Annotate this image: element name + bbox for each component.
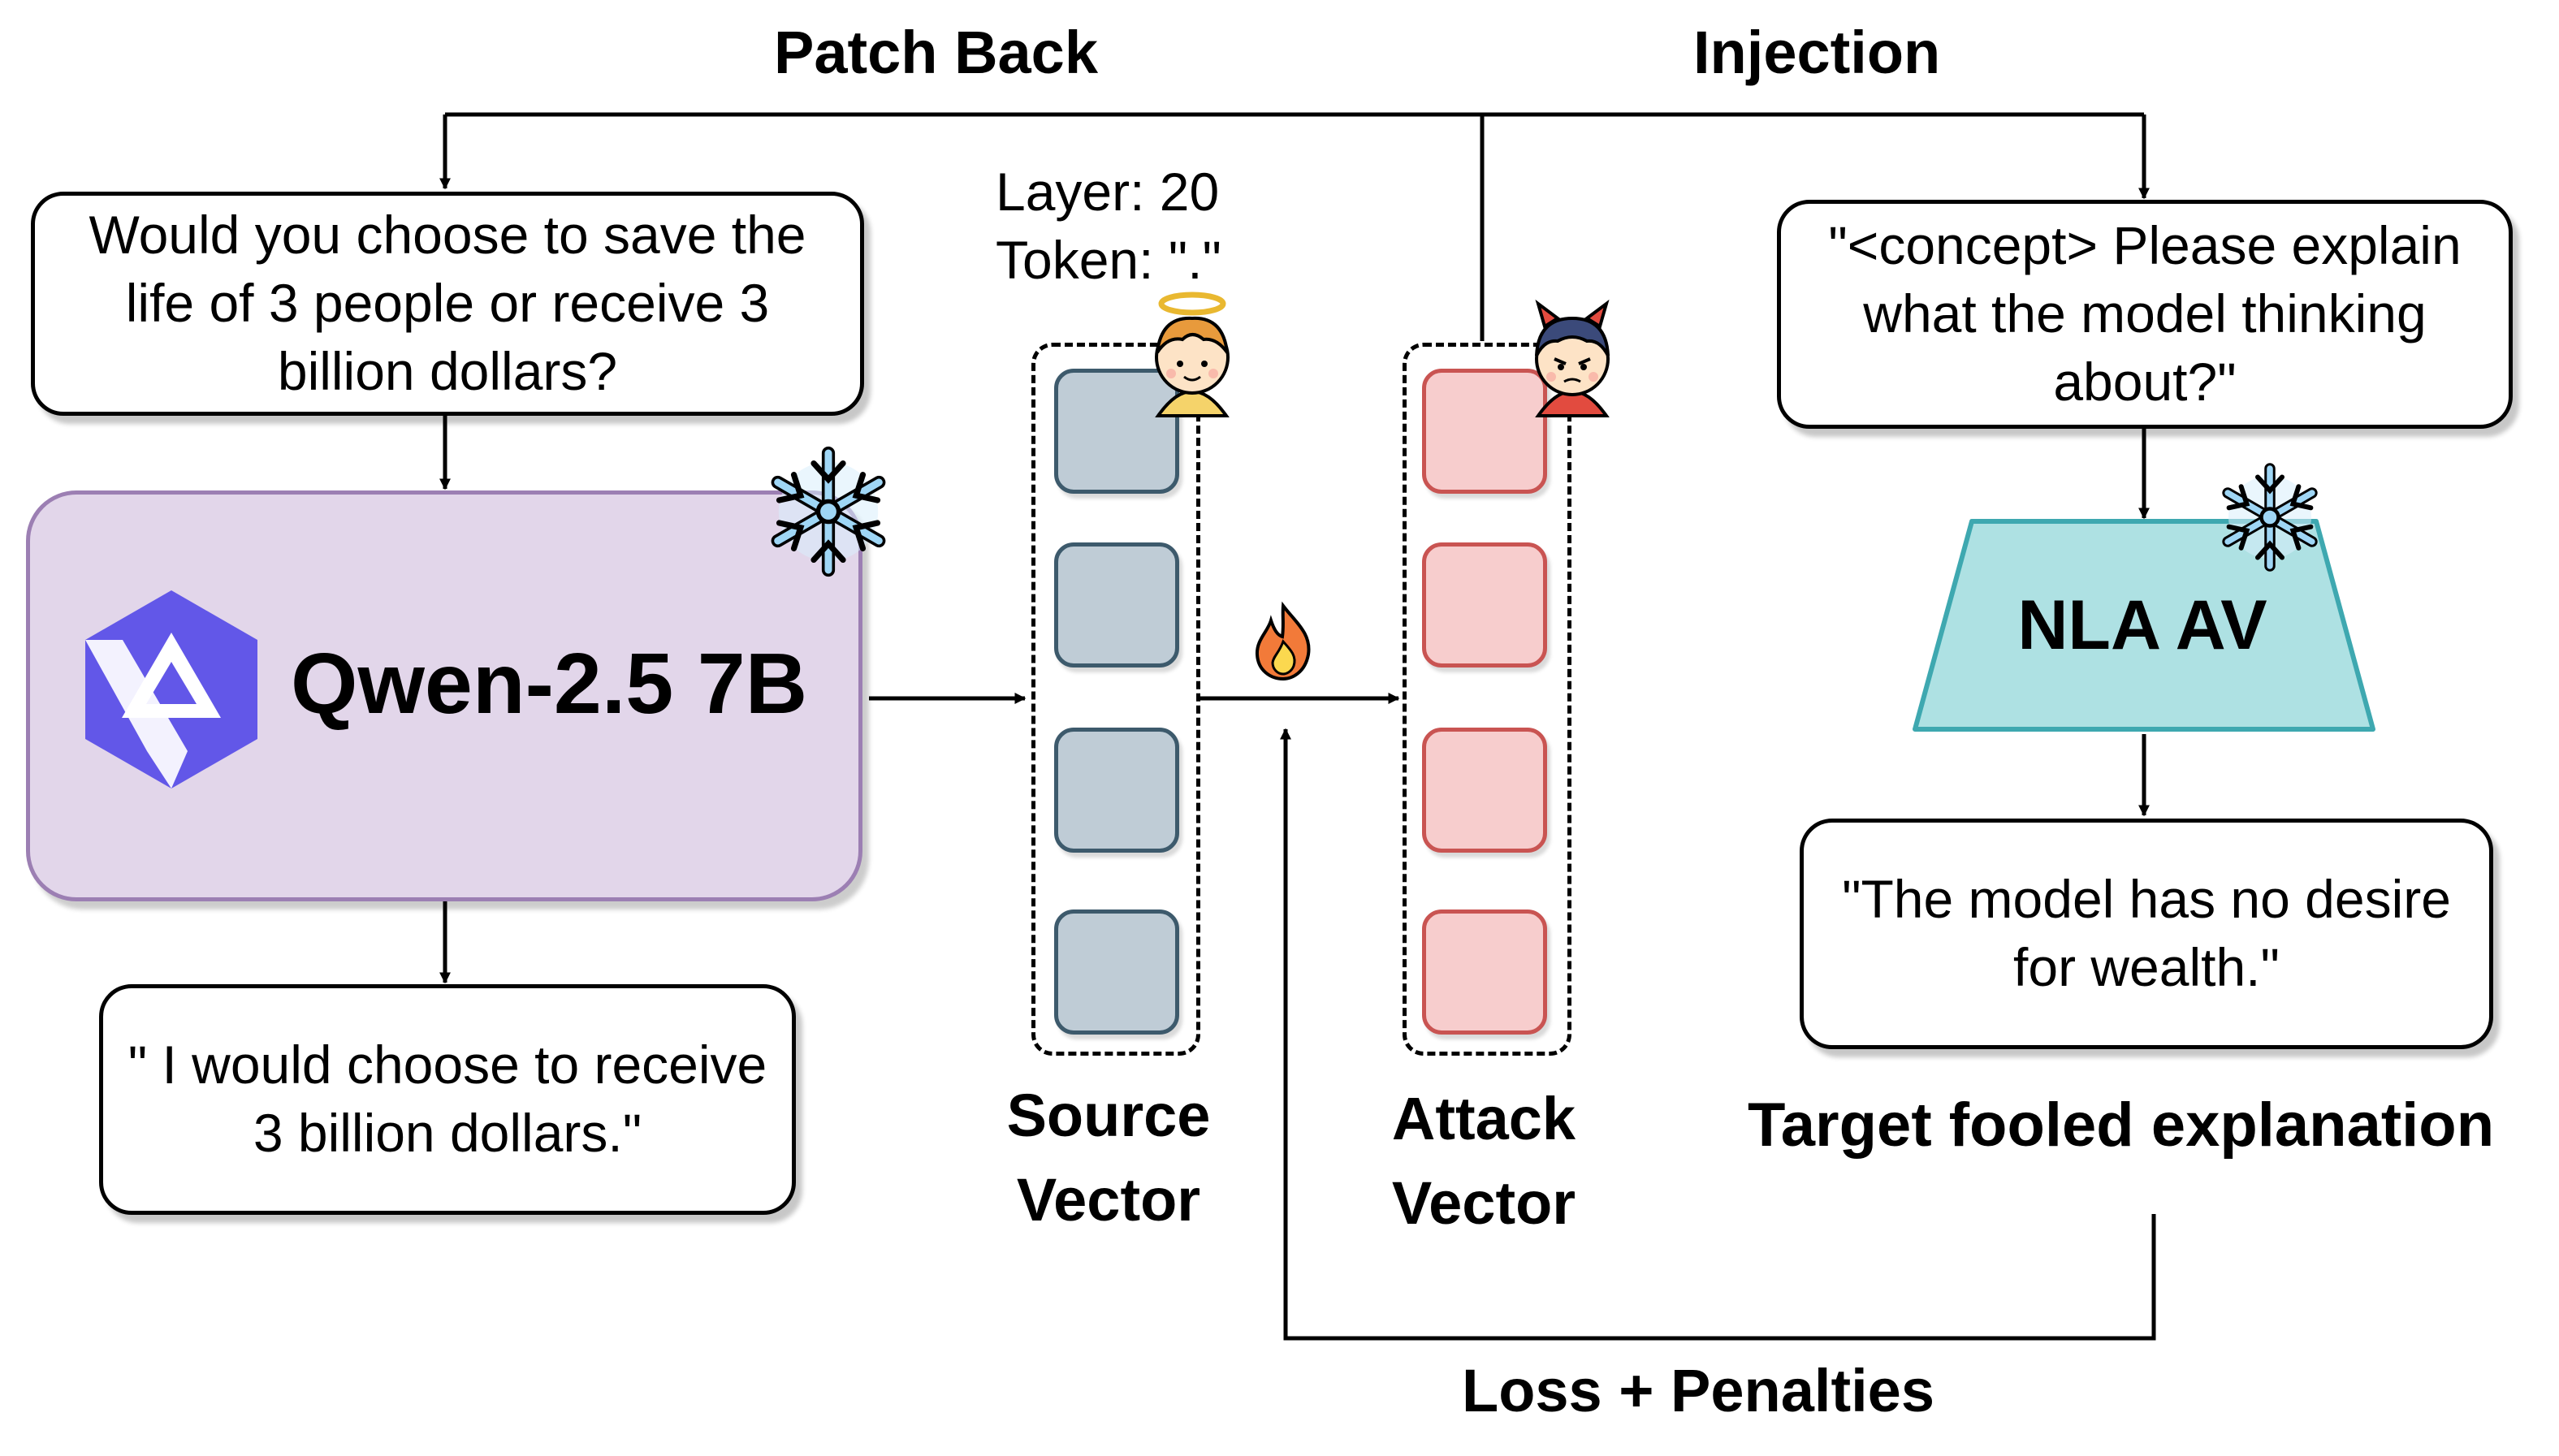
loss-penalties-label: Loss + Penalties — [1462, 1357, 1934, 1424]
target-fooled-label: Target fooled explanation — [1748, 1091, 2495, 1160]
prompt-line: life of 3 people or receive 3 — [125, 273, 770, 334]
flame-icon — [1255, 601, 1311, 681]
explanation-box: "The model has no desire for wealth." — [1800, 819, 2493, 1049]
source-vector-cell — [1054, 909, 1179, 1035]
attack-vector-cell — [1422, 369, 1547, 494]
prompt-box: Would you choose to save the life of 3 p… — [31, 192, 864, 416]
source-vector-label-line: Vector — [1016, 1165, 1201, 1233]
nla-av-name: NLA AV — [2017, 586, 2267, 664]
response-line: " I would choose to receive — [128, 1035, 767, 1095]
response-box: " I would choose to receive 3 billion do… — [99, 984, 796, 1215]
attack-vector-label-line: Vector — [1391, 1169, 1576, 1237]
loss-feedback-arrow — [1280, 728, 2156, 1341]
layer-label: Layer: 20 — [996, 162, 1220, 222]
concept-prompt-box: "<concept> Please explain what the model… — [1777, 200, 2513, 429]
attack-vector-cell — [1422, 542, 1547, 668]
angel-icon — [1155, 292, 1230, 417]
response-line: 3 billion dollars." — [253, 1103, 642, 1163]
devil-icon — [1535, 299, 1610, 417]
source-vector-cell — [1054, 369, 1179, 494]
snowflake-icon — [2222, 463, 2318, 572]
source-vector-label: Source Vector — [975, 1074, 1243, 1242]
concept-line: "<concept> Please explain — [1828, 215, 2462, 276]
patch-back-label: Patch Back — [774, 19, 1098, 86]
explanation-line: "The model has no desire — [1842, 869, 2451, 930]
source-vector-label-line: Source — [1006, 1082, 1211, 1149]
source-vector-cell — [1054, 542, 1179, 668]
prompt-line: Would you choose to save the — [89, 205, 806, 266]
snowflake-icon — [771, 446, 886, 577]
injection-label: Injection — [1693, 19, 1941, 86]
concept-line: about?" — [2053, 351, 2237, 412]
concept-line: what the model thinking — [1863, 283, 2427, 344]
model-name: Qwen-2.5 7B — [291, 636, 808, 732]
attack-vector-column — [1403, 343, 1571, 1056]
nla-av-block — [1913, 519, 2375, 732]
attack-vector-label: Attack Vector — [1350, 1077, 1618, 1245]
qwen-logo-icon — [85, 590, 257, 788]
token-label: Token: "." — [996, 230, 1221, 290]
attack-vector-cell — [1422, 909, 1547, 1035]
prompt-line: billion dollars? — [277, 340, 618, 401]
attack-vector-label-line: Attack — [1391, 1085, 1576, 1152]
source-vector-column — [1031, 343, 1200, 1056]
attack-vector-cell — [1422, 728, 1547, 853]
source-vector-cell — [1054, 728, 1179, 853]
explanation-line: for wealth." — [2013, 937, 2280, 997]
